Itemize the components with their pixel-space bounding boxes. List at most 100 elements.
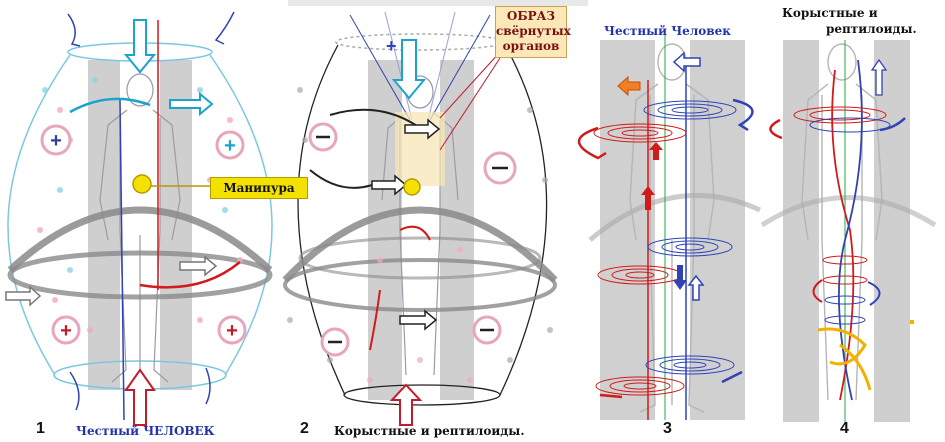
blue-curve-4 xyxy=(879,117,906,132)
blue-side-arrow-3 xyxy=(672,51,701,73)
plus-sign-2: + xyxy=(386,36,397,56)
gray-column-right-2 xyxy=(440,60,474,400)
field-bottom-ring-2 xyxy=(343,384,501,406)
red-curve-4 xyxy=(769,118,783,140)
gray-swirls-2 xyxy=(287,87,553,363)
panel-2-top-strip xyxy=(288,0,588,6)
minus-circles xyxy=(308,122,517,357)
organs-image xyxy=(395,112,445,186)
manipura-dot-2 xyxy=(403,178,421,196)
blue-curve-4b xyxy=(867,281,881,306)
panel-4-caption-line-1: Корыстные и xyxy=(782,6,878,20)
pink-swirls-2 xyxy=(367,247,473,383)
cone-arc xyxy=(7,206,273,273)
blue-up-arrow-4 xyxy=(870,58,888,96)
red-curve-3b xyxy=(599,393,623,399)
obraz-label: ОБРАЗ свёрнутых органов xyxy=(495,6,571,58)
funnel-line-1 xyxy=(349,14,411,121)
panel-3-caption: Честный Человек xyxy=(604,24,731,38)
red-swirl-2a xyxy=(399,225,431,241)
red-up-arrow xyxy=(124,368,156,426)
obraz-line-1: ОБРАЗ xyxy=(506,9,556,23)
funnel-line-4 xyxy=(427,11,456,121)
blue-swirls xyxy=(42,77,228,273)
gray-column-left xyxy=(88,60,120,390)
field-outline-right xyxy=(209,54,273,376)
funnel-line-3 xyxy=(384,11,413,121)
yellow-swirl-4b xyxy=(839,343,872,391)
svg-text:+: + xyxy=(50,130,62,152)
panel-2-caption: Корыстные и рептилоиды. xyxy=(334,424,525,438)
gray-left-arrow xyxy=(5,285,42,307)
cone-arc-4 xyxy=(760,195,937,228)
gray-column-left-4 xyxy=(783,40,819,422)
panel-2-number: 2 xyxy=(300,420,309,437)
cone-inner-ring-2 xyxy=(298,236,542,280)
obraz-pointer-1 xyxy=(439,51,501,119)
yellow-swirl-4 xyxy=(817,327,867,366)
red-up-small-3b xyxy=(649,142,663,160)
blue-curve-3a xyxy=(732,98,754,132)
svg-text:+: + xyxy=(224,135,236,157)
red-up-small-3 xyxy=(641,186,655,210)
gray-column-right xyxy=(160,60,192,390)
field-top-ring-2 xyxy=(335,33,505,51)
cyan-down-arrow xyxy=(123,19,157,74)
red-rings-4 xyxy=(793,106,887,285)
squiggle-top-left xyxy=(67,13,81,47)
red-swirl xyxy=(139,261,241,289)
gray-column-left-3 xyxy=(600,40,655,420)
field-outline-left-2 xyxy=(297,44,346,396)
black-swirl-mid xyxy=(309,169,373,189)
black-arrow-mid xyxy=(371,174,408,196)
squiggle-bottom-left xyxy=(69,371,80,411)
blue-spirals-3 xyxy=(643,100,737,375)
panel-1-number: 1 xyxy=(36,420,45,437)
black-arrow-low xyxy=(399,309,438,331)
svg-text:+: + xyxy=(60,320,72,342)
gray-column-right-4 xyxy=(874,40,910,422)
red-curve-3a xyxy=(577,126,607,160)
panel-4 xyxy=(760,40,937,422)
panel-3-number: 3 xyxy=(663,420,672,437)
panel-1: + + + + xyxy=(5,11,273,426)
blue-tangle-4 xyxy=(838,59,863,401)
red-curve-4b xyxy=(812,279,823,303)
cone-base-ring xyxy=(7,250,273,300)
plus-circles: + + + + xyxy=(40,124,247,345)
yellow-dot-4 xyxy=(910,320,914,324)
blue-down-small-3 xyxy=(673,265,687,290)
panel-3 xyxy=(577,30,762,420)
svg-text:+: + xyxy=(226,320,238,342)
obraz-line-2: свёрнутых xyxy=(496,24,571,38)
red-up-arrow-2 xyxy=(389,383,423,426)
field-outline-left xyxy=(7,54,71,376)
funnel-line-2 xyxy=(429,14,491,121)
obraz-line-3: органов xyxy=(502,39,560,53)
cyan-swirl xyxy=(69,97,151,114)
cyan-down-arrow-2 xyxy=(391,39,427,100)
panel-2: + xyxy=(282,0,588,426)
cyan-side-arrow xyxy=(169,91,214,117)
blue-rings-4 xyxy=(809,117,891,325)
gray-mid-arrow xyxy=(179,255,218,277)
blue-vertical-line xyxy=(119,99,125,421)
orange-arrow-3 xyxy=(617,75,641,97)
cone-arc-3 xyxy=(588,192,762,242)
manipura-dot xyxy=(132,174,152,194)
panel-4-caption-line-2: рептилоиды. xyxy=(826,22,917,36)
red-swirl-2b xyxy=(369,289,381,351)
obraz-pointer-2 xyxy=(439,57,501,151)
squiggle-bottom-right xyxy=(205,367,211,405)
cone-base-ring-2 xyxy=(283,258,557,312)
panel-1-caption: Честный ЧЕЛОВЕК xyxy=(76,424,215,438)
squiggle-top-right xyxy=(214,11,235,45)
blue-up-small-3 xyxy=(687,274,705,301)
panel-4-number: 4 xyxy=(840,420,849,437)
blue-curve-3b xyxy=(721,370,743,384)
black-arrow-top xyxy=(404,118,441,140)
black-swirl-top xyxy=(329,108,421,129)
manipura-label: Манипура xyxy=(210,177,308,199)
red-tangle-4 xyxy=(831,69,855,401)
